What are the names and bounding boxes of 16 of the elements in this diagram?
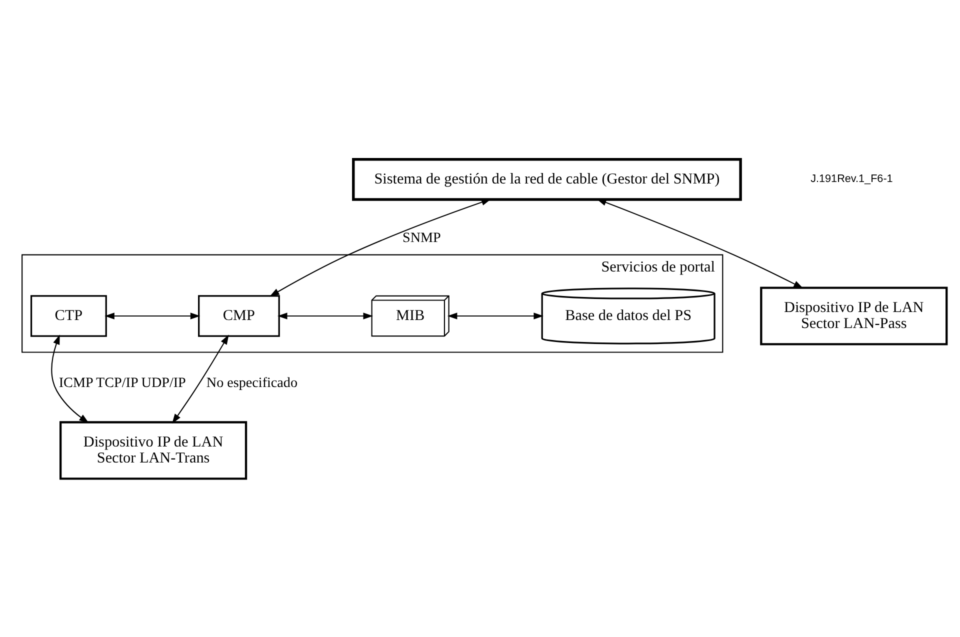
node-box: Sistema de gestión de la red de cable (Gestor del SNMP) bbox=[352, 157, 742, 200]
edge-label: No especificado bbox=[206, 374, 298, 390]
label: J.191Rev.1_F6-1 bbox=[810, 172, 893, 185]
arrow bbox=[172, 334, 229, 424]
node-box: Dispositivo IP de LAN Sector LAN-Pass bbox=[760, 286, 948, 345]
arrow bbox=[104, 312, 200, 319]
node-box: CTP bbox=[30, 294, 107, 336]
node-box: CMP bbox=[198, 294, 280, 336]
arrow bbox=[51, 334, 89, 423]
arrow bbox=[277, 312, 374, 319]
arrow bbox=[596, 198, 804, 288]
edge-label: SNMP bbox=[402, 230, 441, 246]
edge-label: ICMP TCP/IP UDP/IP bbox=[58, 374, 186, 390]
node-box: Dispositivo IP de LAN Sector LAN-Trans bbox=[59, 420, 248, 480]
arrow bbox=[447, 312, 544, 319]
arrow bbox=[270, 198, 492, 296]
